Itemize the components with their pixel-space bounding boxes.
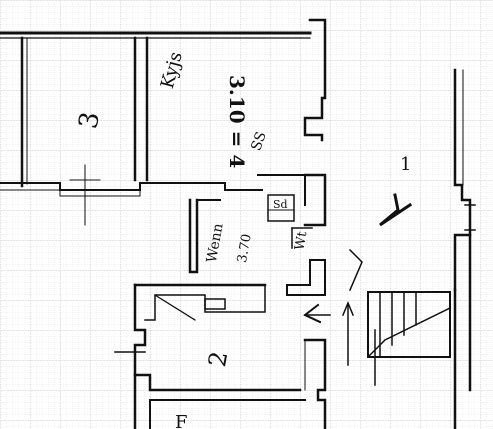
room-3-side-note: SS [248, 130, 270, 153]
room-3-number: 3 [74, 110, 106, 132]
left-wall-stub [69, 164, 146, 353]
top-wall [0, 31, 312, 39]
staircase [366, 291, 452, 386]
room-3-dimension: 3.10 = 4 [225, 75, 249, 168]
room-3-walls [0, 36, 263, 197]
room-2-walls [133, 259, 327, 429]
room-1-number: 1 [400, 154, 411, 175]
small-room-walls [188, 194, 295, 274]
bottom-label: F [175, 412, 188, 429]
fixture-top-label: Sd [273, 198, 288, 211]
direction-arrows [291, 193, 413, 366]
room-2-number: 2 [203, 349, 233, 369]
room-1-walls [257, 18, 476, 429]
small-room-dimension: 3.70 [235, 233, 255, 264]
small-room-label: Wenn [204, 222, 227, 264]
fixture-label: Wt [292, 230, 310, 252]
